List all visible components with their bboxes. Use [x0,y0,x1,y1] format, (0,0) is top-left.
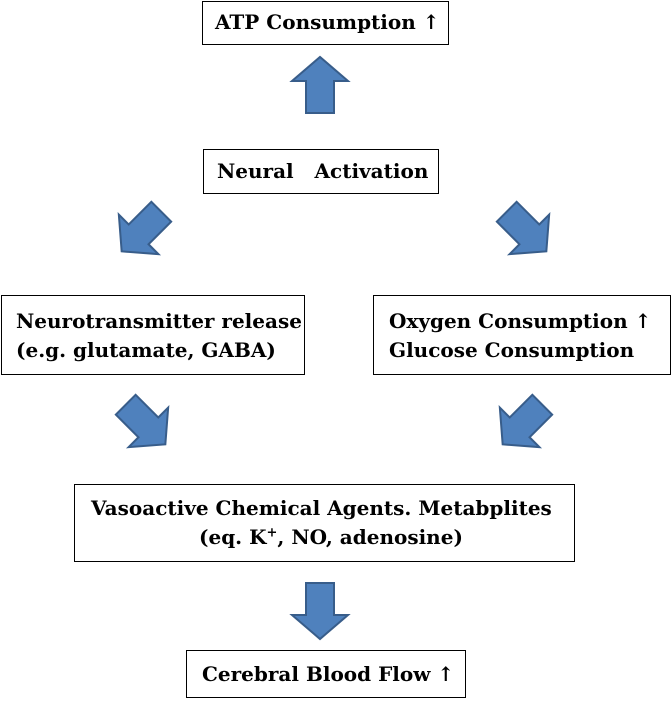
node-neural-text: Neural Activation [217,159,429,183]
node-oxygen-line1: Oxygen Consumption ↑ [389,309,652,333]
node-atp-consumption: ATP Consumption ↑ [202,1,449,45]
arrow-neural-to-atp [289,55,351,114]
node-vasoactive-agents: Vasoactive Chemical Agents. Metabplites … [74,484,575,562]
node-oxygen-consumption: Oxygen Consumption ↑ Glucose Consumption [373,295,671,375]
node-vaso-line2: (eq. K+, NO, adenosine) [91,523,574,552]
node-cbf-text: Cerebral Blood Flow ↑ [202,662,455,686]
arrow-neural-to-oxygen [495,200,551,256]
arrow-neural-to-neuro [117,200,173,256]
node-neural-activation: Neural Activation [203,149,439,194]
node-neuro-line1: Neurotransmitter release [16,309,302,333]
arrow-vaso-to-cbf [289,582,351,641]
node-oxygen-line2: Glucose Consumption [389,338,635,362]
node-neuro-line2: (e.g. glutamate, GABA) [16,338,276,362]
arrow-neuro-to-vaso [114,393,170,449]
node-vaso-line2-post: , NO, adenosine) [277,525,463,549]
node-vaso-line2-pre: (eq. K [199,525,267,549]
node-vaso-superscript: + [266,525,278,541]
node-atp-text: ATP Consumption ↑ [215,10,440,34]
node-neurotransmitter-release: Neurotransmitter release (e.g. glutamate… [1,295,305,375]
arrow-oxygen-to-vaso [498,393,554,449]
node-cerebral-blood-flow: Cerebral Blood Flow ↑ [186,650,466,698]
node-vaso-line1: Vasoactive Chemical Agents. Metabplites [91,496,552,520]
